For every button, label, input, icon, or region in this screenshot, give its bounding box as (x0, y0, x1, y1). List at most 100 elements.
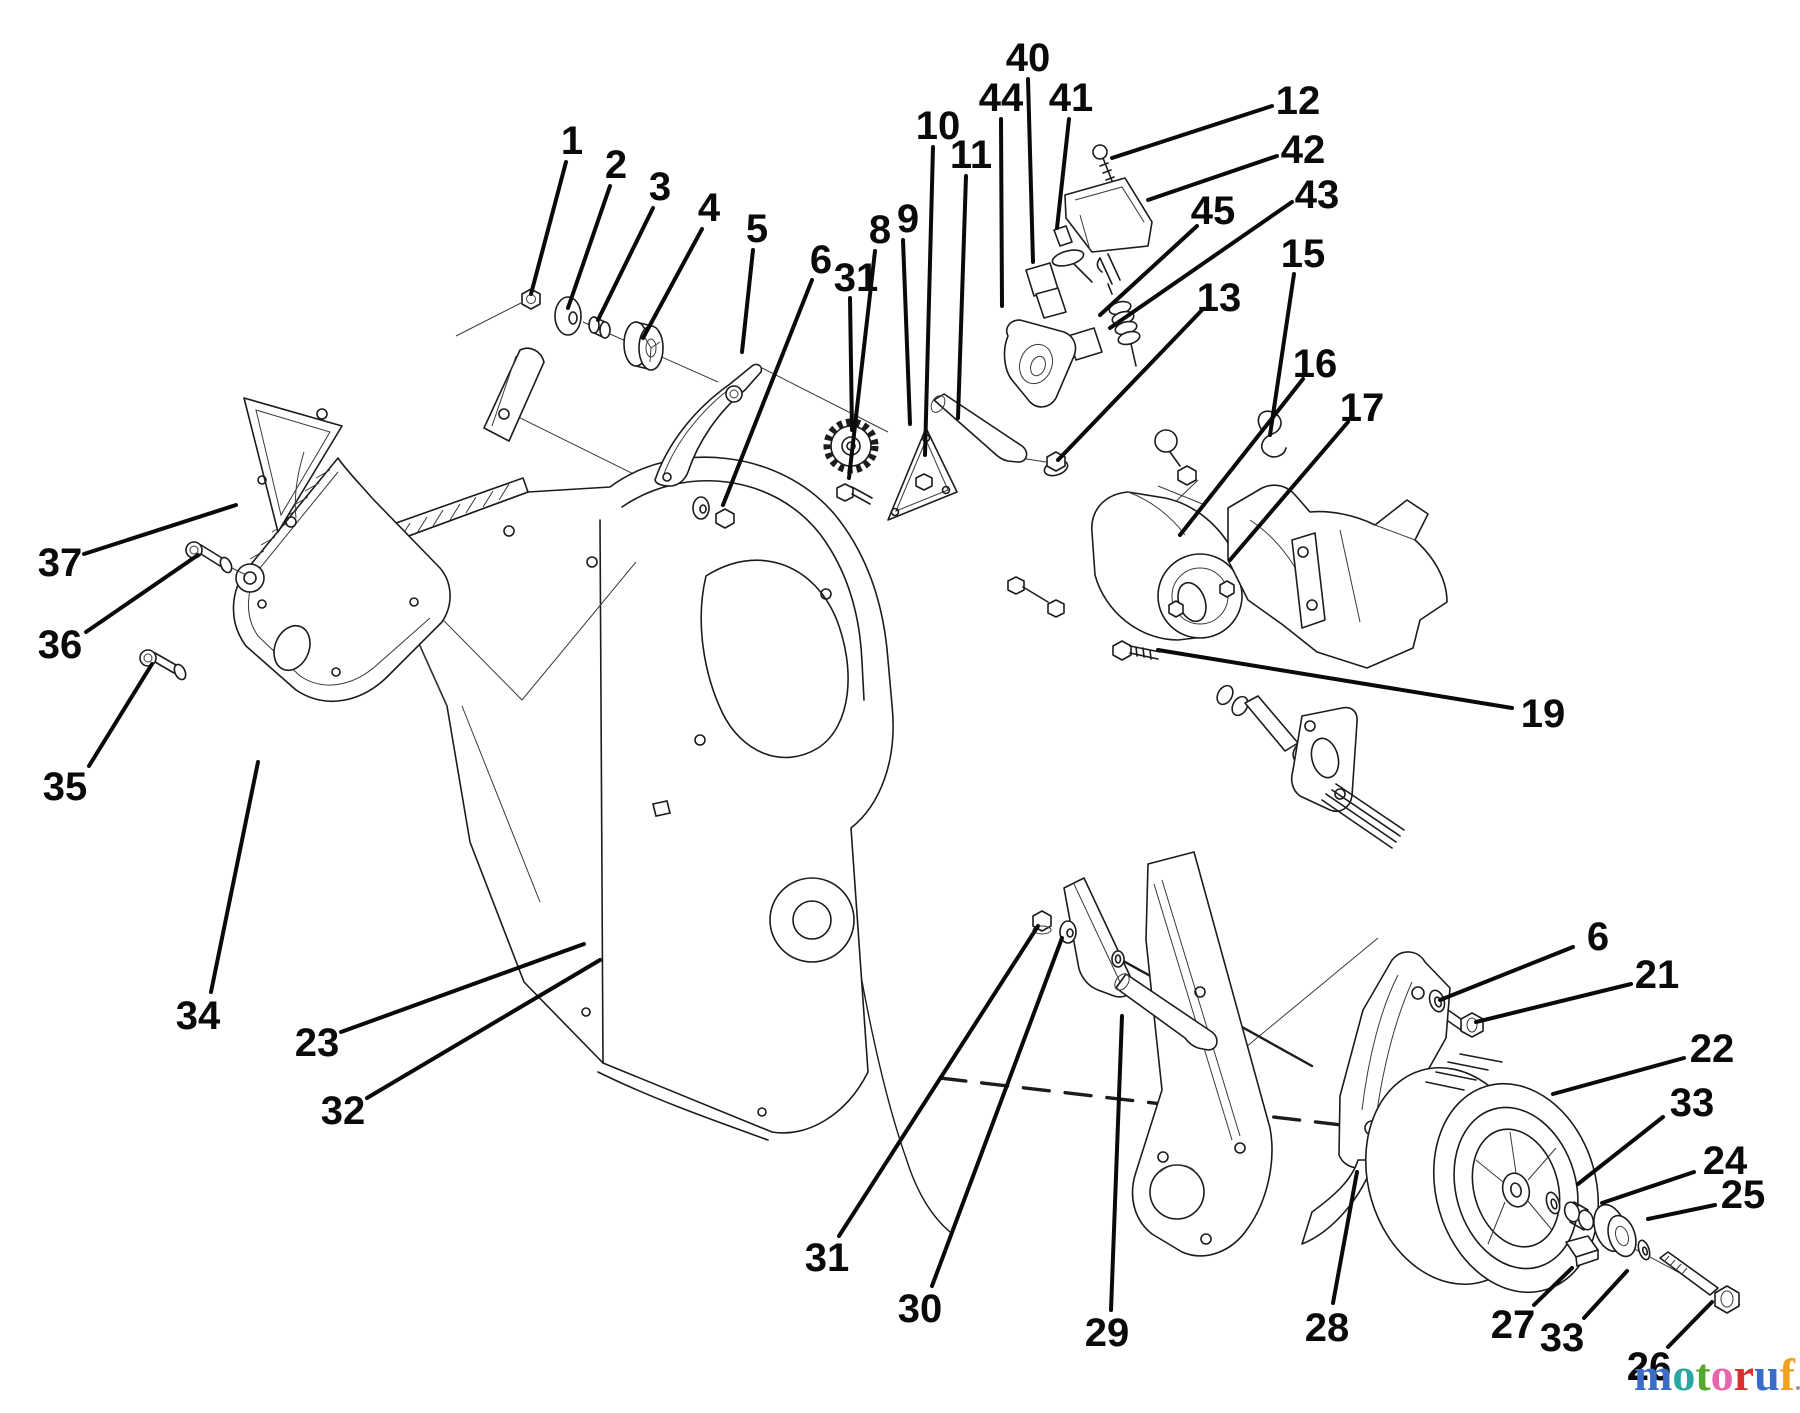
starter-motor-16 (1091, 491, 1243, 641)
plate-oval-hole (273, 624, 311, 672)
callout-label-33b: 33 (1540, 1316, 1585, 1360)
square-nut-27 (1565, 1235, 1599, 1267)
watermark-letter: o (1710, 1349, 1734, 1400)
clip-45 (1096, 253, 1121, 295)
callout-leader-4 (641, 227, 704, 340)
callout-label-31b: 31 (805, 1236, 850, 1280)
hub-4 (623, 321, 664, 371)
bolt-35 (139, 649, 187, 681)
callout-leader-30 (930, 936, 1064, 1288)
axle-hardware (1545, 1191, 1740, 1314)
callout-leader-41 (1055, 117, 1071, 230)
callout-label-2: 2 (605, 143, 627, 187)
bolt-pair (1007, 576, 1065, 618)
callout-leader-23 (339, 942, 586, 1034)
callout-label-9: 9 (897, 197, 919, 241)
callout-leader-32 (365, 958, 602, 1100)
callout-label-5: 5 (746, 207, 768, 251)
watermark-letter: t (1695, 1349, 1711, 1400)
callout-leader-10 (923, 145, 935, 457)
callout-leader-21 (1474, 982, 1633, 1024)
recoil-housing-44 (1003, 319, 1077, 408)
callout-label-16: 16 (1293, 342, 1338, 386)
gasket-flange (1290, 706, 1358, 812)
callout-leader-25 (1646, 1203, 1717, 1221)
callout-leader-33b (1582, 1269, 1629, 1320)
callout-leader-5 (740, 248, 755, 354)
callout-label-25: 25 (1721, 1173, 1766, 1217)
callout-label-13: 13 (1197, 276, 1242, 320)
nut-31-washer-30 (1032, 910, 1077, 944)
callout-leader-1 (529, 160, 568, 296)
callout-leader-6a (721, 278, 814, 507)
callout-label-4: 4 (698, 186, 721, 230)
screw-12 (1092, 144, 1115, 187)
callout-label-21: 21 (1635, 953, 1680, 997)
callout-label-43: 43 (1295, 173, 1340, 217)
callout-label-12: 12 (1276, 79, 1321, 123)
callout-leader-9 (901, 238, 912, 426)
callout-label-1: 1 (561, 119, 583, 163)
plate-9-10 (887, 427, 958, 521)
callout-leader-31b (837, 924, 1040, 1238)
callout-label-37: 37 (38, 541, 83, 585)
callout-label-19: 19 (1521, 692, 1566, 736)
callout-leader-2 (566, 184, 612, 310)
roller-pin (483, 347, 545, 442)
watermark-letter: o (1672, 1349, 1696, 1400)
frame-left-plate (1131, 851, 1273, 1257)
callout-label-22: 22 (1690, 1027, 1735, 1071)
fastener-chain (521, 288, 664, 371)
callout-leader-37 (82, 503, 238, 556)
spacer-24 (1563, 1201, 1595, 1231)
callout-leader-33a (1576, 1115, 1665, 1186)
tread-grooves (1425, 1053, 1503, 1091)
callout-leader-19 (1156, 648, 1514, 710)
callout-label-27: 27 (1491, 1303, 1536, 1347)
bolt-26 (1659, 1251, 1740, 1314)
callout-leader-17 (1228, 420, 1350, 562)
callout-leader-22 (1551, 1056, 1686, 1096)
callout-leader-12 (1110, 104, 1274, 160)
callout-leader-35 (87, 662, 154, 768)
callout-leader-40 (1026, 77, 1035, 264)
nut-1 (521, 288, 541, 310)
callout-label-34: 34 (176, 994, 221, 1038)
callout-label-30: 30 (898, 1287, 943, 1331)
plate-hub (235, 563, 265, 593)
callout-label-45: 45 (1191, 189, 1236, 233)
flange-nut-13 (1043, 451, 1069, 477)
callout-leader-16 (1178, 377, 1305, 537)
callout-leader-8 (847, 249, 877, 480)
lever-5 (654, 363, 763, 487)
callout-label-29: 29 (1085, 1311, 1130, 1355)
callout-label-6b: 6 (1587, 915, 1609, 959)
callout-leader-28 (1331, 1170, 1359, 1305)
watermark-motoruf: motoruf.de (1634, 1352, 1800, 1398)
callout-leader-42 (1146, 154, 1279, 202)
callout-leader-27 (1532, 1266, 1574, 1307)
callout-label-40: 40 (1006, 36, 1051, 80)
callout-leader-3 (596, 206, 655, 322)
callout-label-3: 3 (649, 165, 671, 209)
callout-leader-29 (1109, 1014, 1124, 1312)
fuel-lines (1321, 783, 1405, 849)
callout-leader-43 (1108, 200, 1294, 330)
callout-leader-24 (1600, 1170, 1696, 1205)
callout-leader-13 (1056, 308, 1204, 462)
callout-label-36: 36 (38, 623, 83, 667)
callout-leader-44 (999, 117, 1004, 308)
callout-leader-34 (209, 760, 260, 994)
bolt-19 (1112, 640, 1161, 661)
callout-leader-31a (848, 296, 854, 432)
callout-label-24: 24 (1703, 1139, 1748, 1183)
nut-6 (715, 508, 735, 529)
pin-29 (1114, 973, 1218, 1051)
watermark-tld: .de (1795, 1370, 1800, 1396)
callout-label-32: 32 (321, 1089, 366, 1133)
washer-nut-6 (692, 496, 735, 529)
engine-17 (1007, 484, 1448, 849)
callout-label-10: 10 (916, 104, 961, 148)
